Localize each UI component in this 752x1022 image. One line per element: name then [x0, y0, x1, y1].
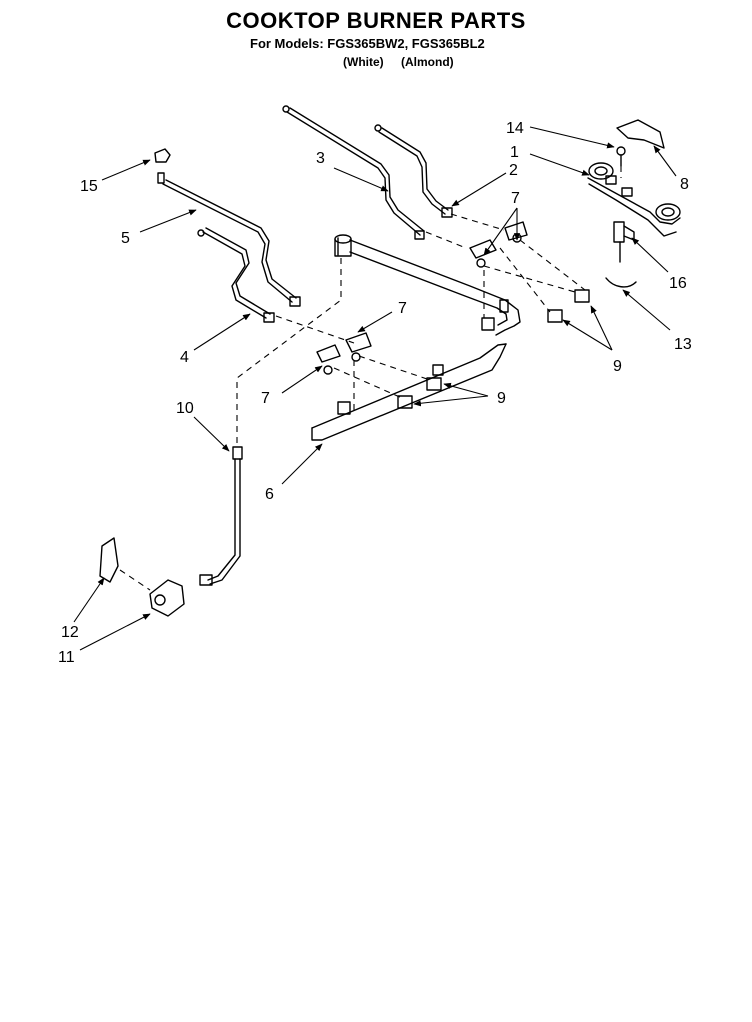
callout-14: 14	[506, 120, 524, 137]
models-line: For Models: FGS365BW2, FGS365BL2	[250, 36, 485, 51]
regulator-bracket-12	[99, 537, 119, 583]
igniter-wire-13	[605, 277, 637, 288]
callout-16: 16	[669, 275, 687, 292]
callout-9-right: 9	[613, 358, 622, 375]
callout-4: 4	[180, 349, 189, 366]
burner-tube-4	[197, 227, 275, 323]
assembly-lines	[119, 166, 622, 591]
callout-10: 10	[176, 400, 194, 417]
callout-12: 12	[61, 624, 79, 641]
gas-line-10	[199, 446, 243, 586]
callout-9-left: 9	[497, 390, 506, 407]
callout-11: 11	[58, 649, 75, 666]
callout-2: 2	[509, 162, 518, 179]
gas-valve-7-left	[316, 332, 372, 375]
burner-tube-5	[162, 179, 301, 307]
callout-13: 13	[674, 336, 692, 353]
callout-3: 3	[316, 150, 325, 167]
callout-6: 6	[265, 486, 274, 503]
color-label-almond: (Almond)	[401, 55, 454, 69]
screw-14	[616, 146, 626, 167]
burner-assembly-1	[587, 162, 681, 237]
callout-7-left: 7	[261, 390, 270, 407]
callout-5: 5	[121, 230, 130, 247]
callout-labels: 14 1 2 3 15 5 7 8 16 13 7 4 9 7 10 9 6 1…	[58, 120, 692, 666]
burner-tube-2	[374, 124, 453, 218]
orifice-holder-9-right	[547, 289, 590, 323]
orifice-holder-9-left	[397, 377, 442, 409]
diagram-title: COOKTOP BURNER PARTS	[226, 8, 526, 33]
igniter-16	[613, 221, 635, 263]
callout-1: 1	[510, 144, 519, 161]
leader-arrows	[73, 126, 677, 651]
bracket-8	[616, 119, 665, 149]
callout-15: 15	[80, 178, 98, 195]
color-labels: (White) (Almond)	[343, 55, 468, 69]
color-label-white: (White)	[343, 55, 384, 69]
pressure-regulator-11	[149, 579, 185, 617]
manifold-bar-lower	[311, 343, 507, 441]
callout-7-right: 7	[511, 190, 520, 207]
fitting-nut-15	[154, 148, 171, 184]
manifold-bar-upper	[334, 234, 521, 336]
callout-7-middle: 7	[398, 300, 407, 317]
callout-8: 8	[680, 176, 689, 193]
burner-tube-3	[282, 105, 425, 240]
